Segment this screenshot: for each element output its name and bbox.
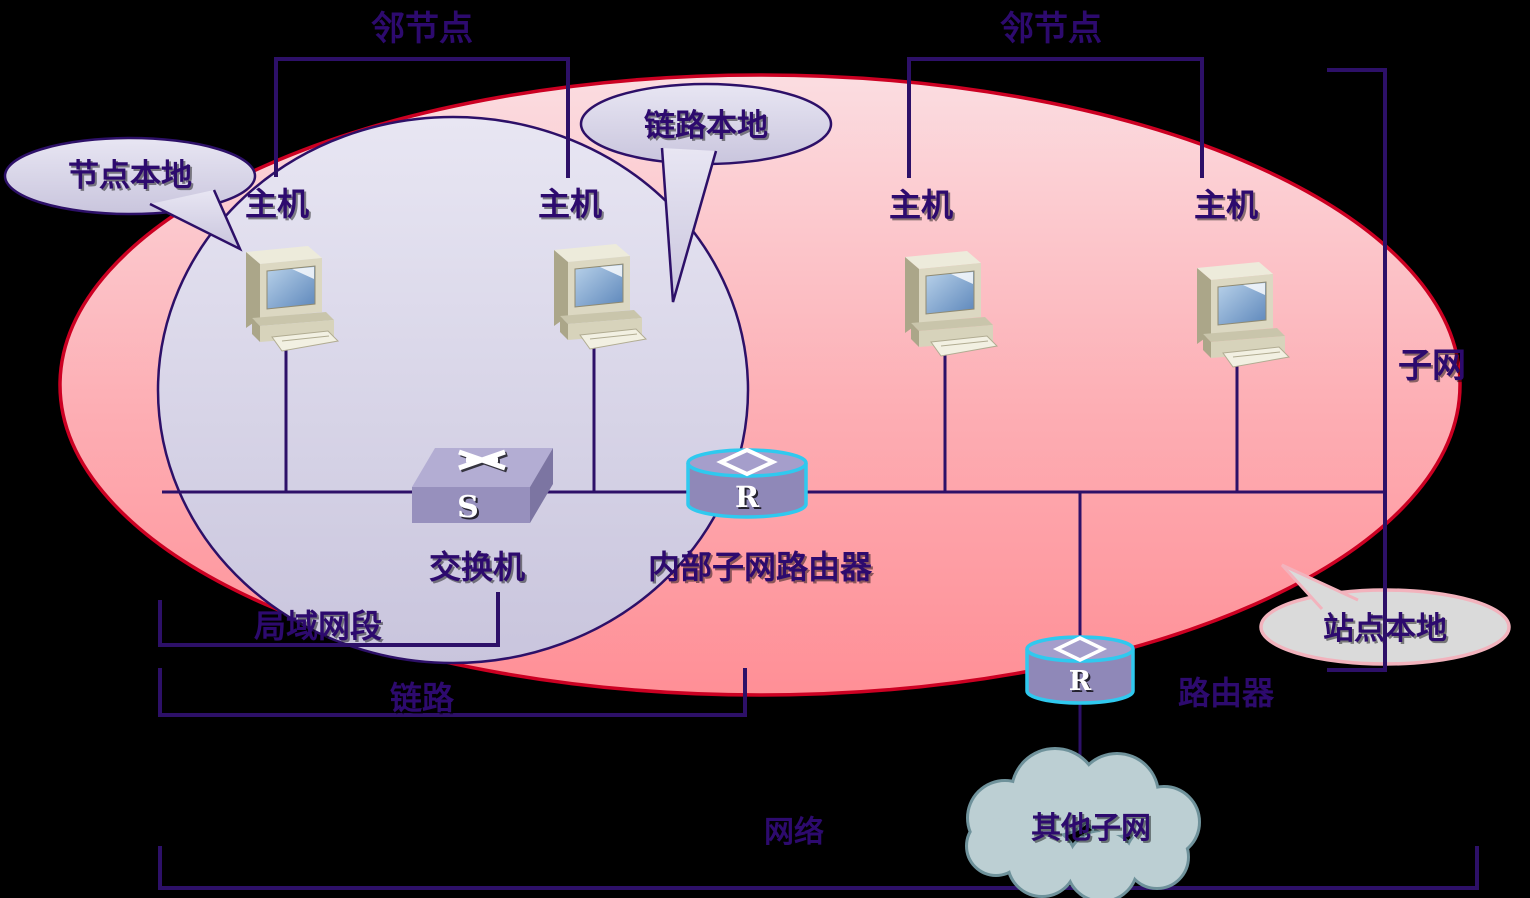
neighbor-left-label: 邻节点 [371,9,473,49]
host2-label: 主机 [538,185,602,223]
other-subnet-cloud-icon: 其他子网 [965,747,1201,898]
subnet-label: 子网 [1398,346,1466,386]
link-local-label: 链路本地 [644,108,768,144]
node-local-bubble-tail [149,189,243,252]
neighbor-right-label: 邻节点 [1000,9,1102,49]
switch-icon: S [412,448,553,525]
link-local-callout: 链路本地 [579,82,833,303]
subnet-bracket [1327,68,1387,672]
link-local-bubble-tail [660,147,718,303]
node-local-callout: 节点本地 [3,136,257,252]
host3-label: 主机 [889,186,953,224]
internal-router-icon: R [686,447,808,519]
neighbor-bracket-right [907,57,1204,178]
router-diamond-icon [716,447,778,477]
edge-router-label: 路由器 [1178,674,1275,712]
host4-label: 主机 [1194,186,1258,224]
link-bracket [158,668,747,717]
switch-logo-icon [458,449,506,471]
internal-router-label: 内部子网路由器 [648,548,873,586]
neighbor-bracket-left [274,57,570,178]
switch-letter: S [457,490,479,525]
host1-label: 主机 [245,185,309,223]
internal-router-letter: R [735,480,760,514]
node-local-label: 节点本地 [68,158,192,194]
edge-router-icon: R [1025,635,1135,705]
network-bracket [158,846,1479,890]
lan-segment-bracket [158,592,500,647]
link-label: 链路 [390,679,455,717]
site-local-bubble-tail [1280,563,1359,611]
network-label: 网络 [764,815,824,850]
edge-router-letter: R [1069,666,1092,697]
router-diamond-icon [1052,636,1108,662]
switch-label: 交换机 [429,548,525,586]
other-subnet-label: 其他子网 [1031,811,1151,846]
lan-segment-label: 局域网段 [254,607,382,645]
